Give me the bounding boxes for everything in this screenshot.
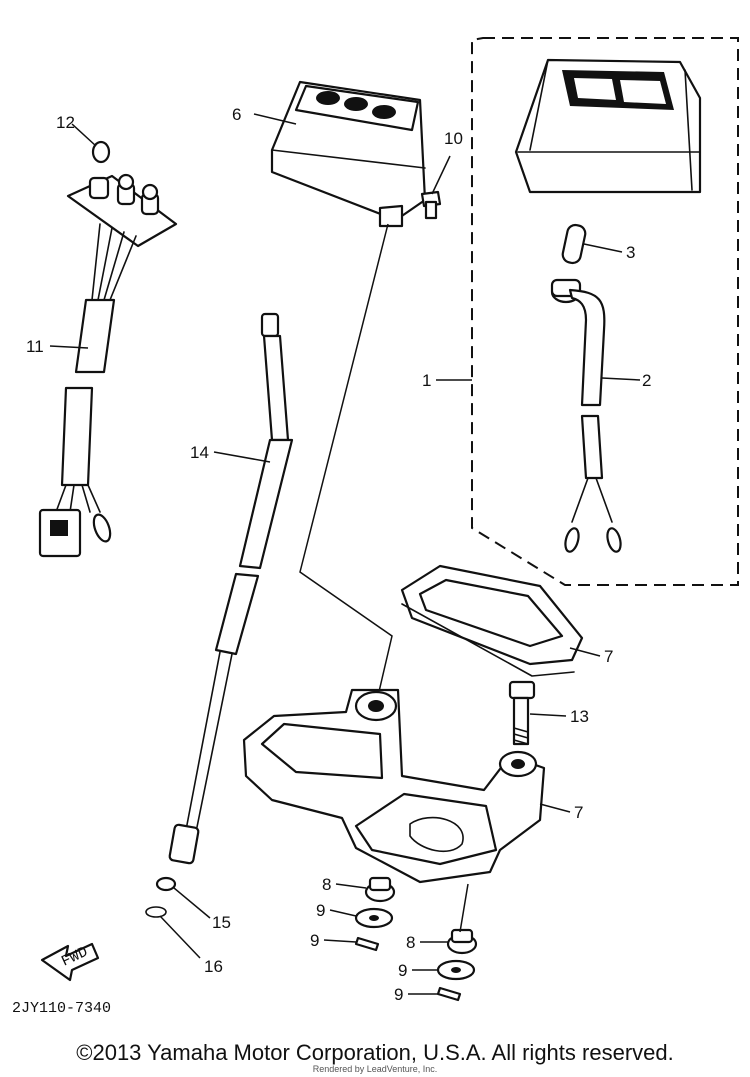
callout-1: 1 xyxy=(422,371,431,390)
drawing-code: 2JY110-7340 xyxy=(12,1000,111,1017)
callout-2: 2 xyxy=(642,371,651,390)
callout-6: 7 xyxy=(574,803,583,822)
callout-10: 10 xyxy=(444,129,463,148)
meter-bracket xyxy=(242,688,546,884)
callout-8-right: 9 xyxy=(398,961,407,980)
callout-9-right: 9 xyxy=(394,985,403,1004)
callout-14: 14 xyxy=(190,443,209,462)
callout-8-left: 9 xyxy=(316,901,325,920)
callout-7-left: 8 xyxy=(322,875,331,894)
speedometer-cable xyxy=(168,312,294,865)
meter-cover-assembly xyxy=(514,58,702,194)
socket-plate-harness xyxy=(38,173,178,558)
callout-11: 11 xyxy=(26,337,44,356)
fwd-arrow-icon: FWD xyxy=(40,942,100,982)
grommet-left xyxy=(364,876,396,903)
callout-13: 13 xyxy=(570,707,589,726)
callout-9-left: 9 xyxy=(310,931,319,950)
bolt xyxy=(508,680,536,746)
bulb-socket-cord xyxy=(550,278,622,553)
rendered-by-credit: Rendered by LeadVenture, Inc. xyxy=(312,1064,438,1074)
bulb-small xyxy=(91,140,111,164)
callout-5: 7 xyxy=(604,647,613,666)
callout-7-right: 8 xyxy=(406,933,415,952)
pin-right xyxy=(436,986,462,1002)
meter-housing xyxy=(270,80,427,228)
o-ring xyxy=(145,906,167,918)
screw xyxy=(420,190,442,220)
copyright-notice: ©2013 Yamaha Motor Corporation, U.S.A. A… xyxy=(76,1040,674,1065)
pin-left xyxy=(354,936,380,952)
clip xyxy=(155,876,177,892)
washer-right xyxy=(436,959,476,981)
callout-12: 12 xyxy=(56,113,75,132)
callout-3: 3 xyxy=(626,243,635,262)
washer-left xyxy=(354,907,394,929)
callout-16: 16 xyxy=(204,957,223,976)
parts-diagram: FWD 6 10 12 11 14 3 2 1 7 13 7 8 9 9 8 9… xyxy=(12,37,739,1017)
grommet-right xyxy=(446,928,478,955)
callout-15: 15 xyxy=(212,913,231,932)
indicator-bulb xyxy=(561,223,587,265)
assembly-group-outline xyxy=(471,37,739,586)
callout-4: 6 xyxy=(232,105,241,124)
gasket xyxy=(400,564,584,677)
